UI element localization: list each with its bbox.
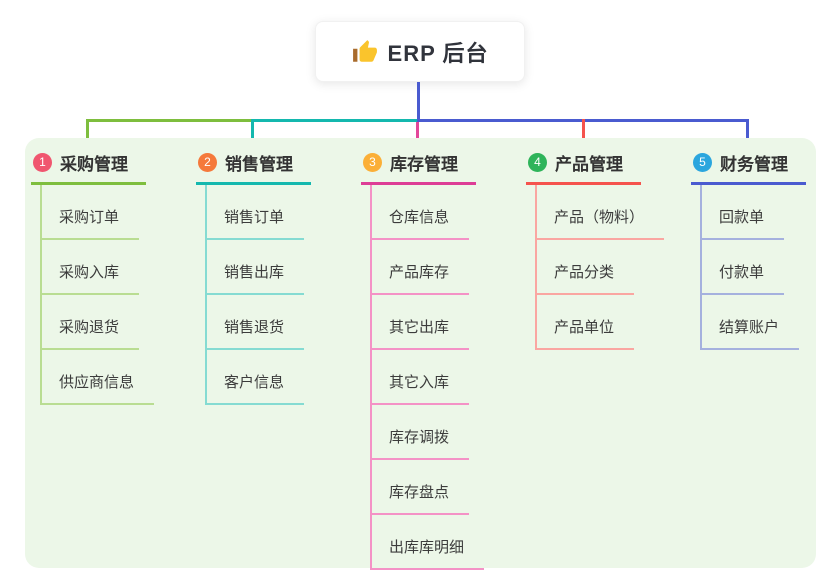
child-node[interactable]: 销售退货 [207, 295, 356, 350]
branch-children: 回款单 付款单 结算账户 [700, 185, 839, 350]
child-node-label: 其它出库 [372, 316, 470, 350]
connector-drop-sales [251, 119, 254, 146]
child-node-label: 付款单 [702, 261, 785, 295]
child-node-label: 销售订单 [207, 206, 305, 240]
thumbs-up-icon [352, 39, 377, 62]
connector-drop-product [582, 119, 585, 146]
branch-node-purchase[interactable]: 1 采购管理 [31, 146, 146, 185]
child-node[interactable]: 客户信息 [207, 350, 356, 405]
branch-node-product[interactable]: 4 产品管理 [526, 146, 641, 185]
branch-node-finance[interactable]: 5 财务管理 [691, 146, 806, 185]
child-node-label: 库存调拨 [372, 426, 470, 460]
child-node[interactable]: 销售出库 [207, 240, 356, 295]
branch-number-badge: 4 [528, 153, 547, 172]
connector-bus-purchase [86, 119, 253, 122]
child-node[interactable]: 采购订单 [42, 185, 191, 240]
child-node[interactable]: 产品库存 [372, 240, 521, 295]
root-node[interactable]: ERP 后台 [315, 21, 525, 82]
child-node-label: 库存盘点 [372, 481, 470, 515]
branches-panel [25, 138, 816, 568]
child-node-label: 回款单 [702, 206, 785, 240]
branch-label: 产品管理 [555, 155, 623, 174]
connector-drop-finance [746, 119, 749, 146]
child-node-label: 客户信息 [207, 371, 305, 405]
child-node-label: 产品（物料） [537, 206, 665, 240]
child-node[interactable]: 其它入库 [372, 350, 521, 405]
child-node[interactable]: 结算账户 [702, 295, 839, 350]
child-node-label: 采购入库 [42, 261, 140, 295]
branch-number-badge: 1 [33, 153, 52, 172]
child-node-label: 采购订单 [42, 206, 140, 240]
child-node-label: 仓库信息 [372, 206, 470, 240]
child-node[interactable]: 仓库信息 [372, 185, 521, 240]
branch-finance: 5 财务管理 回款单 付款单 结算账户 [691, 146, 839, 350]
branch-sales: 2 销售管理 销售订单 销售出库 销售退货 客户信息 [196, 146, 356, 405]
child-node-label: 销售出库 [207, 261, 305, 295]
branch-label: 财务管理 [720, 155, 788, 174]
child-node[interactable]: 采购退货 [42, 295, 191, 350]
child-node[interactable]: 回款单 [702, 185, 839, 240]
child-node-label: 产品库存 [372, 261, 470, 295]
branch-number-badge: 2 [198, 153, 217, 172]
child-node[interactable]: 产品（物料） [537, 185, 686, 240]
child-node[interactable]: 库存盘点 [372, 460, 521, 515]
branch-label: 库存管理 [390, 155, 458, 174]
branch-label: 销售管理 [225, 155, 293, 174]
child-node-label: 产品分类 [537, 261, 635, 295]
child-node-label: 采购退货 [42, 316, 140, 350]
child-node[interactable]: 库存调拨 [372, 405, 521, 460]
connector-root-stem [417, 82, 420, 122]
connector-bus-sales [252, 119, 418, 122]
child-node[interactable]: 采购入库 [42, 240, 191, 295]
child-node[interactable]: 其它出库 [372, 295, 521, 350]
child-node-label: 出库库明细 [372, 536, 485, 570]
child-node[interactable]: 付款单 [702, 240, 839, 295]
branch-children: 仓库信息 产品库存 其它出库 其它入库 库存调拨 库存盘点 出库库明细 [370, 185, 521, 570]
child-node-label: 产品单位 [537, 316, 635, 350]
child-node-label: 销售退货 [207, 316, 305, 350]
branch-children: 销售订单 销售出库 销售退货 客户信息 [205, 185, 356, 405]
child-node-label: 其它入库 [372, 371, 470, 405]
branch-label: 采购管理 [60, 155, 128, 174]
branch-number-badge: 3 [363, 153, 382, 172]
connector-drop-purchase [86, 119, 89, 146]
branch-inventory: 3 库存管理 仓库信息 产品库存 其它出库 其它入库 库存调拨 库存盘点 出库库… [361, 146, 521, 570]
branch-purchase: 1 采购管理 采购订单 采购入库 采购退货 供应商信息 [31, 146, 191, 405]
child-node[interactable]: 产品分类 [537, 240, 686, 295]
connector-drop-inventory [416, 122, 419, 147]
root-node-label: ERP 后台 [387, 40, 489, 66]
child-node[interactable]: 销售订单 [207, 185, 356, 240]
branch-number-badge: 5 [693, 153, 712, 172]
branch-node-sales[interactable]: 2 销售管理 [196, 146, 311, 185]
child-node-label: 供应商信息 [42, 371, 155, 405]
branch-product: 4 产品管理 产品（物料） 产品分类 产品单位 [526, 146, 686, 350]
child-node[interactable]: 出库库明细 [372, 515, 521, 570]
branch-children: 产品（物料） 产品分类 产品单位 [535, 185, 686, 350]
child-node[interactable]: 供应商信息 [42, 350, 191, 405]
child-node-label: 结算账户 [702, 316, 800, 350]
child-node[interactable]: 产品单位 [537, 295, 686, 350]
branch-children: 采购订单 采购入库 采购退货 供应商信息 [40, 185, 191, 405]
branch-node-inventory[interactable]: 3 库存管理 [361, 146, 476, 185]
